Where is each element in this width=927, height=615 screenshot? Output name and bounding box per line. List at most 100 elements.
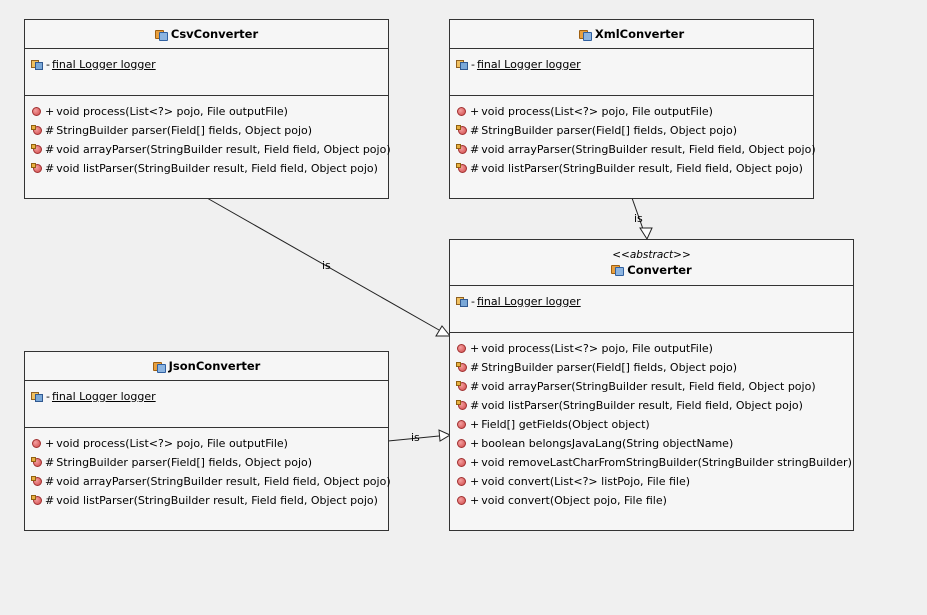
- protected-method-icon: [31, 144, 43, 155]
- public-method-icon: [457, 496, 466, 505]
- method-row[interactable]: # void arrayParser(StringBuilder result,…: [450, 377, 853, 396]
- visibility-marker: #: [45, 456, 55, 469]
- public-method-icon: [457, 420, 466, 429]
- method-text: void listParser(StringBuilder result, Fi…: [56, 162, 378, 175]
- method-text: StringBuilder parser(Field[] fields, Obj…: [56, 124, 313, 137]
- method-row[interactable]: + void process(List<?> pojo, File output…: [25, 434, 388, 453]
- method-text: StringBuilder parser(Field[] fields, Obj…: [481, 361, 738, 374]
- method-row[interactable]: + void process(List<?> pojo, File output…: [25, 102, 388, 121]
- visibility-marker: #: [470, 399, 480, 412]
- fields-compartment: - final Logger logger: [25, 49, 388, 96]
- visibility-marker: #: [45, 475, 55, 488]
- field-row[interactable]: - final Logger logger: [450, 292, 853, 311]
- methods-compartment: + void process(List<?> pojo, File output…: [450, 333, 853, 510]
- class-name: Converter: [627, 262, 692, 277]
- visibility-marker: -: [46, 58, 50, 71]
- method-row[interactable]: # void arrayParser(StringBuilder result,…: [25, 140, 391, 159]
- protected-method-icon: [31, 457, 43, 468]
- protected-method-icon: [456, 381, 468, 392]
- edge-label-xml: is: [634, 212, 643, 225]
- visibility-marker: +: [45, 105, 55, 118]
- class-name: CsvConverter: [170, 27, 259, 41]
- protected-method-icon: [456, 362, 468, 373]
- method-text: void listParser(StringBuilder result, Fi…: [481, 162, 803, 175]
- protected-method-icon: [31, 125, 43, 136]
- method-row[interactable]: + void convert(Object pojo, File file): [450, 491, 853, 510]
- method-row[interactable]: # StringBuilder parser(Field[] fields, O…: [450, 358, 853, 377]
- csv-to-converter-line[interactable]: [206, 197, 440, 331]
- json-to-converter-line[interactable]: [387, 435, 440, 442]
- private-field-icon: [31, 391, 43, 402]
- method-text: void convert(Object pojo, File file): [481, 494, 667, 507]
- class-name: XmlConverter: [594, 27, 685, 41]
- csv-inheritance-arrowhead: [435, 325, 452, 337]
- visibility-marker: +: [470, 494, 480, 507]
- visibility-marker: +: [470, 105, 480, 118]
- class-converter[interactable]: <<abstract>> Converter - final Logger lo…: [449, 239, 854, 531]
- class-header: XmlConverter: [450, 20, 813, 49]
- protected-method-icon: [456, 400, 468, 411]
- visibility-marker: #: [45, 494, 55, 507]
- method-row[interactable]: # void listParser(StringBuilder result, …: [25, 491, 388, 510]
- field-row[interactable]: - final Logger logger: [25, 55, 388, 74]
- class-xmlconverter[interactable]: XmlConverter - final Logger logger + voi…: [449, 19, 816, 199]
- public-method-icon: [32, 439, 41, 448]
- method-row[interactable]: + boolean belongsJavaLang(String objectN…: [450, 434, 853, 453]
- private-field-icon: [456, 296, 468, 307]
- visibility-marker: +: [470, 456, 480, 469]
- edge-label-json: is: [411, 431, 420, 444]
- visibility-marker: #: [45, 162, 55, 175]
- method-text: void arrayParser(StringBuilder result, F…: [56, 143, 391, 156]
- method-text: void convert(List<?> listPojo, File file…: [481, 475, 690, 488]
- visibility-marker: -: [46, 390, 50, 403]
- methods-compartment: + void process(List<?> pojo, File output…: [25, 428, 391, 510]
- visibility-marker: #: [45, 124, 55, 137]
- protected-method-icon: [456, 125, 468, 136]
- visibility-marker: #: [470, 380, 480, 393]
- class-csvconverter[interactable]: CsvConverter - final Logger logger + voi…: [24, 19, 391, 199]
- visibility-marker: +: [470, 418, 480, 431]
- class-icon: [578, 29, 592, 41]
- method-row[interactable]: # StringBuilder parser(Field[] fields, O…: [25, 121, 388, 140]
- class-header: <<abstract>> Converter: [450, 240, 853, 286]
- visibility-marker: #: [470, 361, 480, 374]
- protected-method-icon: [31, 476, 43, 487]
- method-row[interactable]: # StringBuilder parser(Field[] fields, O…: [450, 121, 813, 140]
- visibility-marker: +: [45, 437, 55, 450]
- method-text: void arrayParser(StringBuilder result, F…: [481, 380, 816, 393]
- field-text: final Logger logger: [51, 390, 156, 403]
- method-row[interactable]: # void arrayParser(StringBuilder result,…: [25, 472, 391, 491]
- method-row[interactable]: # void arrayParser(StringBuilder result,…: [450, 140, 816, 159]
- method-text: void arrayParser(StringBuilder result, F…: [56, 475, 391, 488]
- class-header: CsvConverter: [25, 20, 388, 49]
- xml-to-converter-line[interactable]: [631, 197, 644, 230]
- visibility-marker: #: [470, 124, 480, 137]
- class-icon: [154, 29, 168, 41]
- class-jsonconverter[interactable]: JsonConverter - final Logger logger + vo…: [24, 351, 391, 531]
- visibility-marker: +: [470, 342, 480, 355]
- method-row[interactable]: + void removeLastCharFromStringBuilder(S…: [450, 453, 853, 472]
- method-row[interactable]: # StringBuilder parser(Field[] fields, O…: [25, 453, 388, 472]
- method-row[interactable]: # void listParser(StringBuilder result, …: [25, 159, 388, 178]
- method-row[interactable]: + void process(List<?> pojo, File output…: [450, 102, 813, 121]
- method-row[interactable]: + Field[] getFields(Object object): [450, 415, 853, 434]
- protected-method-icon: [31, 495, 43, 506]
- visibility-marker: -: [471, 58, 475, 71]
- class-header: JsonConverter: [25, 352, 388, 381]
- class-icon: [152, 361, 166, 373]
- visibility-marker: #: [470, 143, 480, 156]
- method-row[interactable]: + void convert(List<?> listPojo, File fi…: [450, 472, 853, 491]
- public-method-icon: [457, 344, 466, 353]
- field-text: final Logger logger: [51, 58, 156, 71]
- method-text: void arrayParser(StringBuilder result, F…: [481, 143, 816, 156]
- method-row[interactable]: + void process(List<?> pojo, File output…: [450, 339, 853, 358]
- method-text: void process(List<?> pojo, File outputFi…: [481, 105, 713, 118]
- method-row[interactable]: # void listParser(StringBuilder result, …: [450, 159, 813, 178]
- method-row[interactable]: # void listParser(StringBuilder result, …: [450, 396, 853, 415]
- public-method-icon: [457, 477, 466, 486]
- field-row[interactable]: - final Logger logger: [25, 387, 388, 406]
- protected-method-icon: [456, 144, 468, 155]
- visibility-marker: +: [470, 475, 480, 488]
- field-row[interactable]: - final Logger logger: [450, 55, 813, 74]
